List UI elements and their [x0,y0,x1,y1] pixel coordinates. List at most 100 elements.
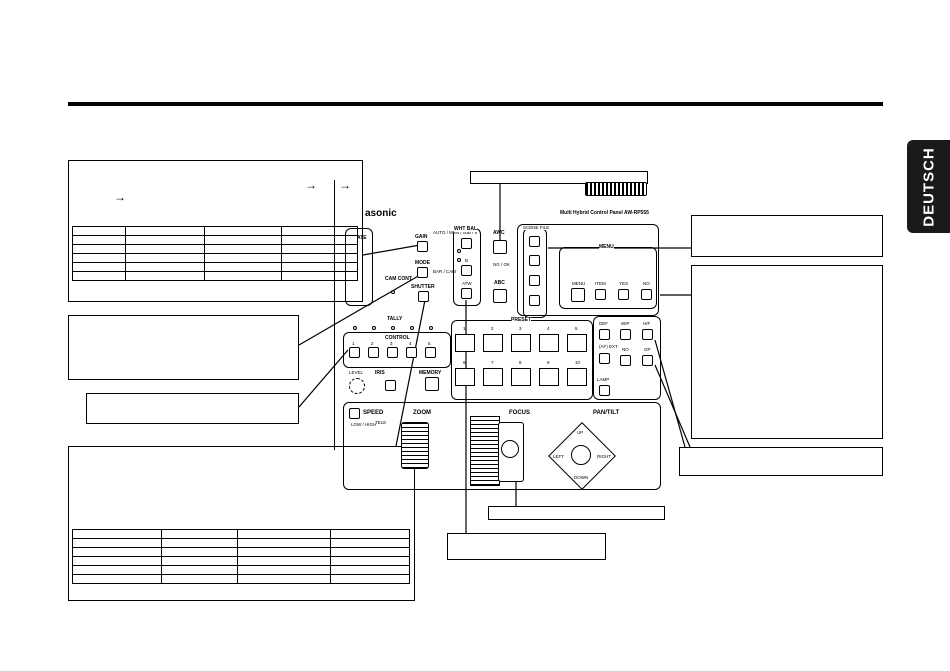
level-label: LEVEL [349,370,364,375]
focus-callout-box [488,506,665,520]
memory-button[interactable] [425,377,439,391]
control-number-label: 5 [428,341,431,346]
preset-button-4[interactable] [539,334,559,352]
control-button-1[interactable] [349,347,360,358]
op-label: OP [644,347,651,352]
mode-button[interactable] [417,267,428,278]
control-section [343,332,451,368]
scene-file-callout-box [691,215,883,257]
preset-button-9[interactable] [539,368,559,386]
focus-knob[interactable] [501,440,519,458]
panel-connector [585,182,647,196]
cam-cont-label: CAM CONT [385,276,412,282]
scene-file-button-2[interactable] [529,255,540,266]
op-button[interactable] [642,355,653,366]
wht-bal-a-button[interactable] [461,238,472,249]
tally-label: TALLY [387,316,403,322]
lamp-button[interactable] [599,385,610,396]
iris-button[interactable] [385,380,396,391]
af-ext-label: (AF) EXT [599,344,618,349]
bottom-section [343,402,661,490]
wht-bal-b-button[interactable] [461,265,472,276]
gain-led [457,249,461,253]
preset-number-label: 10 [575,360,581,365]
atw-button[interactable] [461,288,472,299]
yes-button[interactable] [618,289,629,300]
tally-led [391,326,395,330]
awc-callout-box [470,171,648,184]
scene-file-button-4[interactable] [529,295,540,306]
shutter-callout-box [68,446,415,601]
speed-label: SPEED [363,410,384,416]
wip-button[interactable] [620,329,631,340]
preset-number-label: 2 [491,326,494,331]
speed-options: LOW / HIGH [351,422,377,427]
hf-op-callout-box [679,447,883,476]
control-panel-illustration: asonic Multi Hybrid Control Panel AW-RP5… [334,180,665,490]
control-button-2[interactable] [368,347,379,358]
wip-label: WIP [621,321,630,326]
focus-scale [470,416,500,486]
cam-cont-callout-box [68,315,299,380]
control-button-5[interactable] [425,347,436,358]
hf-button[interactable] [642,329,653,340]
abc-label: ABC [494,280,505,286]
preset-number-label: 1 [463,326,466,331]
preset-button-5[interactable] [567,334,587,352]
level-knob[interactable] [349,378,365,394]
pantilt-label: PAN/TILT [593,410,620,416]
control-number-label: 3 [390,341,393,346]
gain-table [72,226,358,281]
preset-button-3[interactable] [511,334,531,352]
abc-button[interactable] [493,289,507,303]
af-ext-button[interactable] [599,353,610,364]
gain-button[interactable] [417,241,428,252]
left-label: LEFT [553,454,565,459]
control-callout-box [86,393,299,424]
preset-button-10[interactable] [567,368,587,386]
function-section [593,316,661,400]
gain-label: GAIN [415,234,428,240]
preset-number-label: 9 [547,360,550,365]
awc-label: AWC [493,230,505,236]
panel-left-edge [330,180,335,450]
zoom-rocker[interactable] [401,422,429,469]
menu-label: MENU [572,281,586,286]
wht-bal-callout-box [447,533,606,560]
wht-bal-label: WHT BAL [454,226,478,232]
preset-number-label: 8 [519,360,522,365]
preset-button-6[interactable] [455,368,475,386]
preset-number-label: 5 [575,326,578,331]
gain-led [457,258,461,262]
preset-button-2[interactable] [483,334,503,352]
no2-button[interactable] [620,355,631,366]
control-button-4[interactable] [406,347,417,358]
preset-button-7[interactable] [483,368,503,386]
preset-button-8[interactable] [511,368,531,386]
def-button[interactable] [599,329,610,340]
speed-button[interactable] [349,408,360,419]
heading-rule [68,102,883,106]
no2-label: NO [622,347,629,352]
pantilt-knob[interactable] [571,445,591,465]
shutter-button[interactable] [418,291,429,302]
scene-file-button-1[interactable] [529,236,540,247]
shutter-label: SHUTTER [411,284,435,290]
arrow-icon: → [339,178,351,192]
preset-button-1[interactable] [455,334,475,352]
no-button[interactable] [641,289,652,300]
item-label: ITEM [595,281,606,286]
preset-number-label: 3 [519,326,522,331]
wht-bal-b-label: B [465,258,469,263]
scene-file-button-3[interactable] [529,275,540,286]
scene-file-label: SCENE FILE [523,225,550,230]
right-label: RIGHT [597,454,611,459]
model-name: Multi Hybrid Control Panel AW-RP555 [560,210,649,216]
control-button-3[interactable] [387,347,398,358]
menu-callout-box [691,265,883,439]
tally-led [372,326,376,330]
awc-button[interactable] [493,240,507,254]
item-button[interactable] [595,289,606,300]
menu-button[interactable] [571,288,585,302]
tele-label: TELE [375,420,387,425]
